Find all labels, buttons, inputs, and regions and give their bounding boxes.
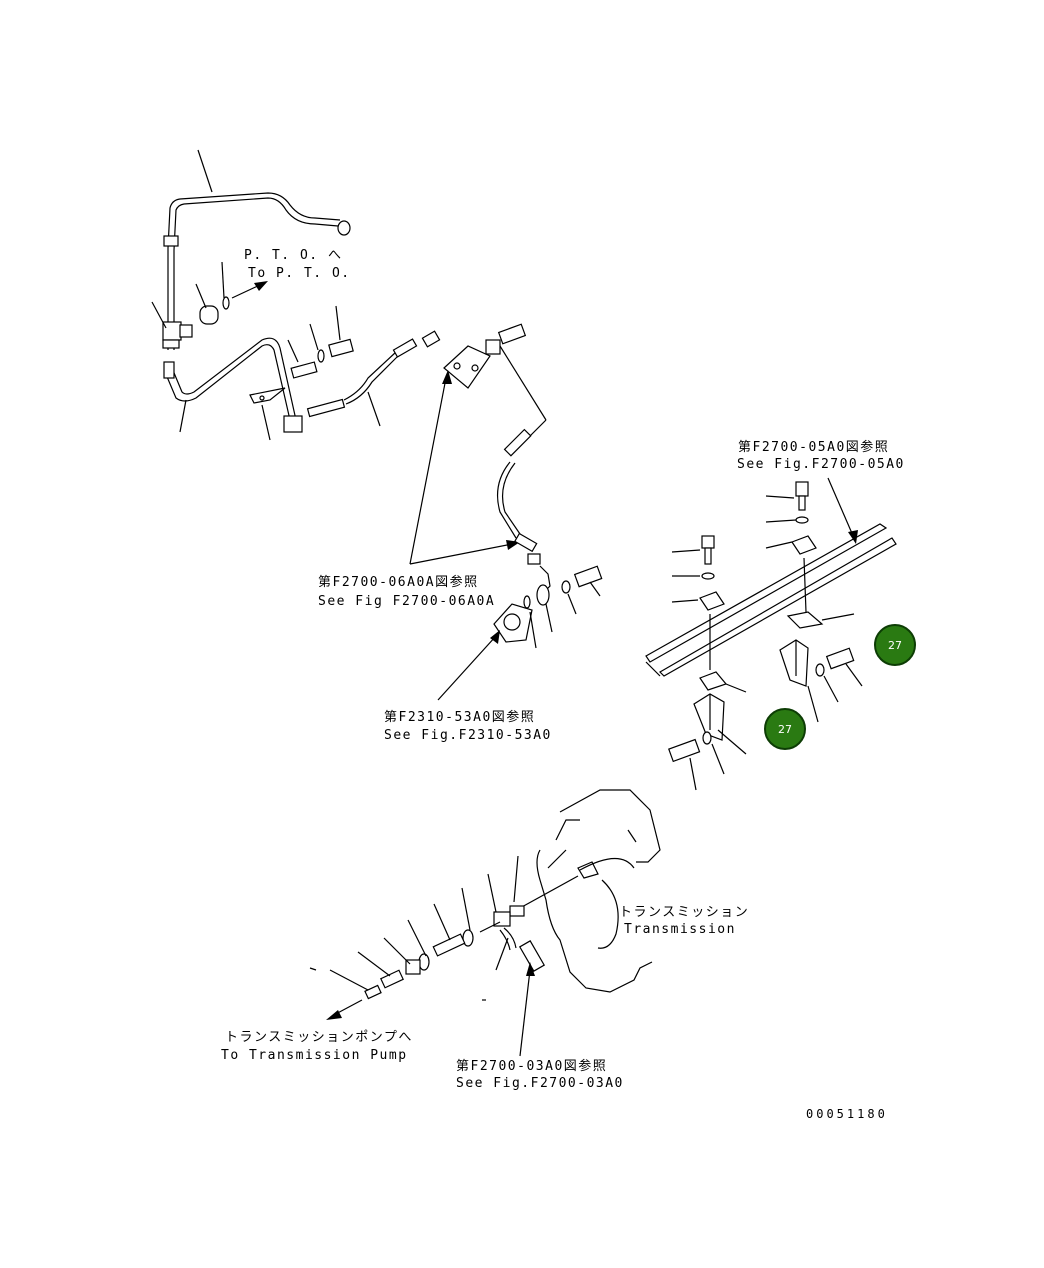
ref-53a0-label-en: See Fig.F2310-53A0 <box>384 728 552 743</box>
ref-06a0a-label-en: See Fig F2700-06A0A <box>318 594 495 609</box>
callout-27-a-label: 27 <box>888 639 902 652</box>
ref-06a0a-label-ja: 第F2700-06A0A図参照 <box>318 574 479 590</box>
pump-label-ja: トランスミッションポンプへ <box>225 1030 413 1045</box>
ref-06a0a-arrows <box>409 370 520 565</box>
transmission-hose-assembly <box>309 855 579 1057</box>
center-hose-assembly <box>306 323 547 539</box>
transmission-label-en: Transmission <box>624 922 736 937</box>
pto-label-en: To P. T. O. <box>248 266 351 281</box>
ref-03a0-label-en: See Fig.F2700-03A0 <box>456 1076 624 1091</box>
cover-plate-assembly <box>437 532 603 701</box>
callout-27-a[interactable]: 27 <box>874 624 916 666</box>
lower-tube-assembly <box>163 337 303 441</box>
ref-03a0-label-ja: 第F2700-03A0図参照 <box>456 1058 607 1074</box>
transmission-label-ja: トランスミッション <box>619 905 749 920</box>
ref-05a0-label-en: See Fig.F2700-05A0 <box>737 457 905 472</box>
drawing-number: 00051180 <box>806 1107 888 1121</box>
callout-27-b-label: 27 <box>778 723 792 736</box>
callout-27-b[interactable]: 27 <box>764 708 806 750</box>
ref-53a0-label-ja: 第F2310-53A0図参照 <box>384 709 535 725</box>
transmission-housing <box>536 789 661 993</box>
ref-05a0-label-ja: 第F2700-05A0図参照 <box>738 439 889 455</box>
bolt-group-upper-mid <box>287 305 354 379</box>
pto-tube-assembly <box>151 149 351 350</box>
pto-label-ja: P. T. O. へ <box>244 248 342 263</box>
rail-assembly <box>645 477 897 791</box>
pump-label-en: To Transmission Pump <box>221 1048 408 1063</box>
pto-arrow <box>231 281 268 299</box>
